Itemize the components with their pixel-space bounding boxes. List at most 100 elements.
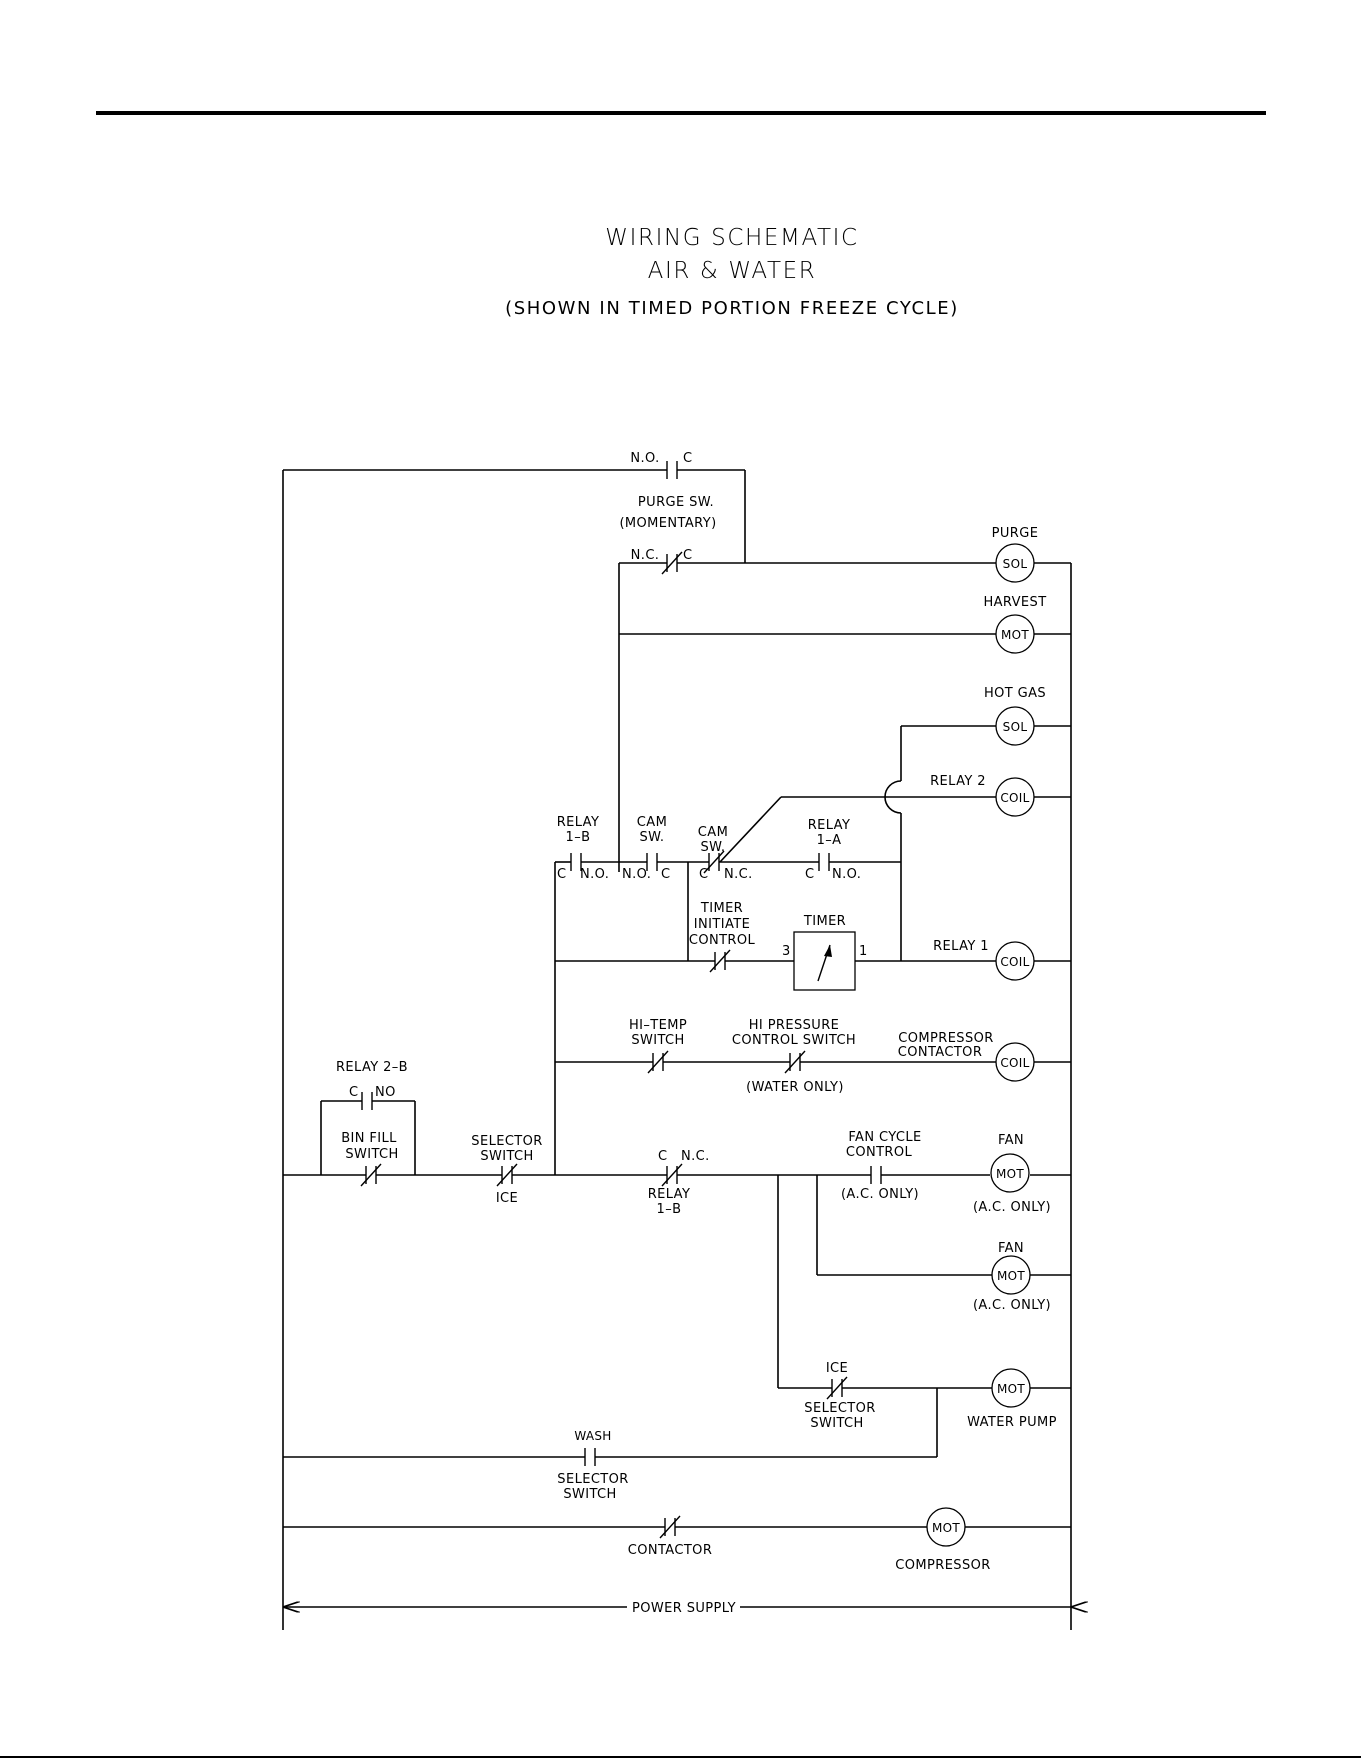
relay2-label: RELAY 2	[930, 774, 986, 789]
purge-sol-label: PURGE	[992, 526, 1039, 541]
relay1b-name-line2: 1–B	[566, 830, 591, 845]
fan2-motor-symbol	[991, 1255, 1031, 1295]
timer-rung-wires	[555, 862, 1071, 962]
fan-cycle-control-contact	[870, 1166, 882, 1184]
power-supply-label: POWER SUPPLY	[632, 1601, 736, 1616]
fan2-note: (A.C. ONLY)	[973, 1298, 1051, 1313]
hipress-line2: CONTROL SWITCH	[732, 1033, 856, 1048]
wash-line1: SELECTOR	[557, 1472, 628, 1487]
harvest-mot-symbol-text: MOT	[1001, 628, 1029, 642]
timer-init-line3: CONTROL	[689, 933, 756, 948]
fan2-motor-text: MOT	[997, 1269, 1025, 1283]
relay1a-c-label: C	[805, 867, 814, 882]
relay1-label: RELAY 1	[933, 939, 989, 954]
relay1a-no-label: N.O.	[832, 867, 861, 882]
cam-switch-nc-contact	[703, 850, 725, 874]
water-pump-rung	[777, 1175, 1071, 1389]
hipress-line1: HI PRESSURE	[749, 1018, 840, 1033]
hot-gas-label: HOT GAS	[984, 686, 1046, 701]
schematic-subtitle: (SHOWN IN TIMED PORTION FREEZE CYCLE)	[505, 298, 959, 319]
hitemp-line1: HI–TEMP	[629, 1018, 687, 1033]
fan1-motor-text: MOT	[996, 1167, 1024, 1181]
purge-sol-symbol-text: SOL	[1003, 557, 1028, 571]
cam-switch-no-contact	[646, 853, 658, 871]
compressor-contactor-line2: CONTACTOR	[898, 1045, 983, 1060]
timer-initiate-contact	[709, 949, 731, 973]
fancycle-note: (A.C. ONLY)	[841, 1187, 919, 1202]
cam1-no-label: N.O.	[622, 867, 651, 882]
cam1-name-line1: CAM	[637, 815, 667, 830]
fan1-label: FAN	[998, 1133, 1024, 1148]
fan1-motor-symbol	[990, 1153, 1030, 1193]
compressor-motor-symbol	[926, 1507, 966, 1547]
purge-no-label: N.O.	[630, 451, 659, 466]
footer-rule	[0, 1756, 1361, 1758]
ice-selector-switch-contact	[826, 1376, 848, 1400]
compressor-label: COMPRESSOR	[895, 1558, 990, 1573]
cam2-nc-label: N.C.	[724, 867, 753, 882]
water-pump-label: WATER PUMP	[967, 1415, 1057, 1430]
timer-init-line2: INITIATE	[694, 917, 750, 932]
timer-dial-pointer	[817, 944, 832, 982]
schematic-title-line1: WIRING SCHEMATIC	[605, 225, 858, 251]
fan1-note: (A.C. ONLY)	[973, 1200, 1051, 1215]
relay2-coil-text: COIL	[1000, 791, 1029, 805]
relay1-coil-symbol	[995, 941, 1035, 981]
fan2-label: FAN	[998, 1241, 1024, 1256]
cam1-name-line2: SW.	[640, 830, 665, 845]
relay2b-c-label: C	[349, 1085, 358, 1100]
compressor-contactor-coil-text: COIL	[1000, 1056, 1029, 1070]
ice-sel-line1: SELECTOR	[804, 1401, 875, 1416]
compressor-contactor-line1: COMPRESSOR	[898, 1031, 993, 1046]
binfill-line2: SWITCH	[345, 1147, 398, 1162]
timer-init-line1: TIMER	[700, 901, 743, 916]
selector1-line1: SELECTOR	[471, 1134, 542, 1149]
purge-switch-name: PURGE SW.	[638, 495, 714, 510]
hipress-note: (WATER ONLY)	[746, 1080, 844, 1095]
cam1-c-label: C	[661, 867, 670, 882]
purge-switch-nc-contact	[619, 551, 1071, 575]
relay1b-c-label: C	[557, 867, 566, 882]
purge-solenoid-symbol	[995, 543, 1035, 583]
purge-nc-label: N.C.	[631, 548, 660, 563]
cam2-c-label: C	[699, 867, 708, 882]
relay1a-name-line2: 1–A	[817, 833, 842, 848]
purge-c-bottom-label: C	[683, 548, 692, 563]
compressor-rung	[283, 1515, 1071, 1539]
hot-gas-rung	[884, 725, 1071, 961]
hot-gas-solenoid-symbol	[995, 706, 1035, 746]
schematic-title-line2: AIR & WATER	[648, 258, 817, 284]
relay1b-nc-contact	[661, 1163, 683, 1187]
selector1-line2: SWITCH	[480, 1149, 533, 1164]
ice-sel-line2: SWITCH	[810, 1416, 863, 1431]
harvest-motor-symbol	[995, 614, 1035, 654]
relay2b-label: RELAY 2–B	[336, 1060, 408, 1075]
purge-c-top-label: C	[683, 451, 692, 466]
relay2-coil-rung	[719, 796, 1071, 863]
bin-fill-switch-contact	[360, 1163, 382, 1187]
relay2b-no-label: NO	[375, 1085, 396, 1100]
relay1b-no-contact	[570, 853, 582, 871]
relay1a-name-line1: RELAY	[808, 818, 851, 833]
relay1a-no-contact	[818, 853, 830, 871]
binfill-line1: BIN FILL	[341, 1131, 397, 1146]
harvest-mot-label: HARVEST	[983, 595, 1046, 610]
hi-pressure-switch-contact	[784, 1050, 806, 1074]
relay1b-no-label: N.O.	[580, 867, 609, 882]
relay1b-name-line1: RELAY	[557, 815, 600, 830]
compressor-motor-text: MOT	[932, 1521, 960, 1535]
relay2b-bypass-loop	[320, 1092, 416, 1175]
wash-line2: SWITCH	[563, 1487, 616, 1502]
ice-sel-position: ICE	[826, 1361, 848, 1376]
relay1-coil-text: COIL	[1000, 955, 1029, 969]
hi-temp-switch-contact	[647, 1050, 669, 1074]
compressor-contactor-coil-symbol	[995, 1042, 1035, 1082]
relay2-coil-symbol	[995, 777, 1035, 817]
contactor-label: CONTACTOR	[628, 1543, 713, 1558]
fan2-rung	[816, 1175, 1071, 1276]
hitemp-line2: SWITCH	[631, 1033, 684, 1048]
timer-label: TIMER	[803, 914, 846, 929]
fancycle-line1: FAN CYCLE	[848, 1130, 921, 1145]
timer-pin3: 3	[782, 944, 791, 959]
